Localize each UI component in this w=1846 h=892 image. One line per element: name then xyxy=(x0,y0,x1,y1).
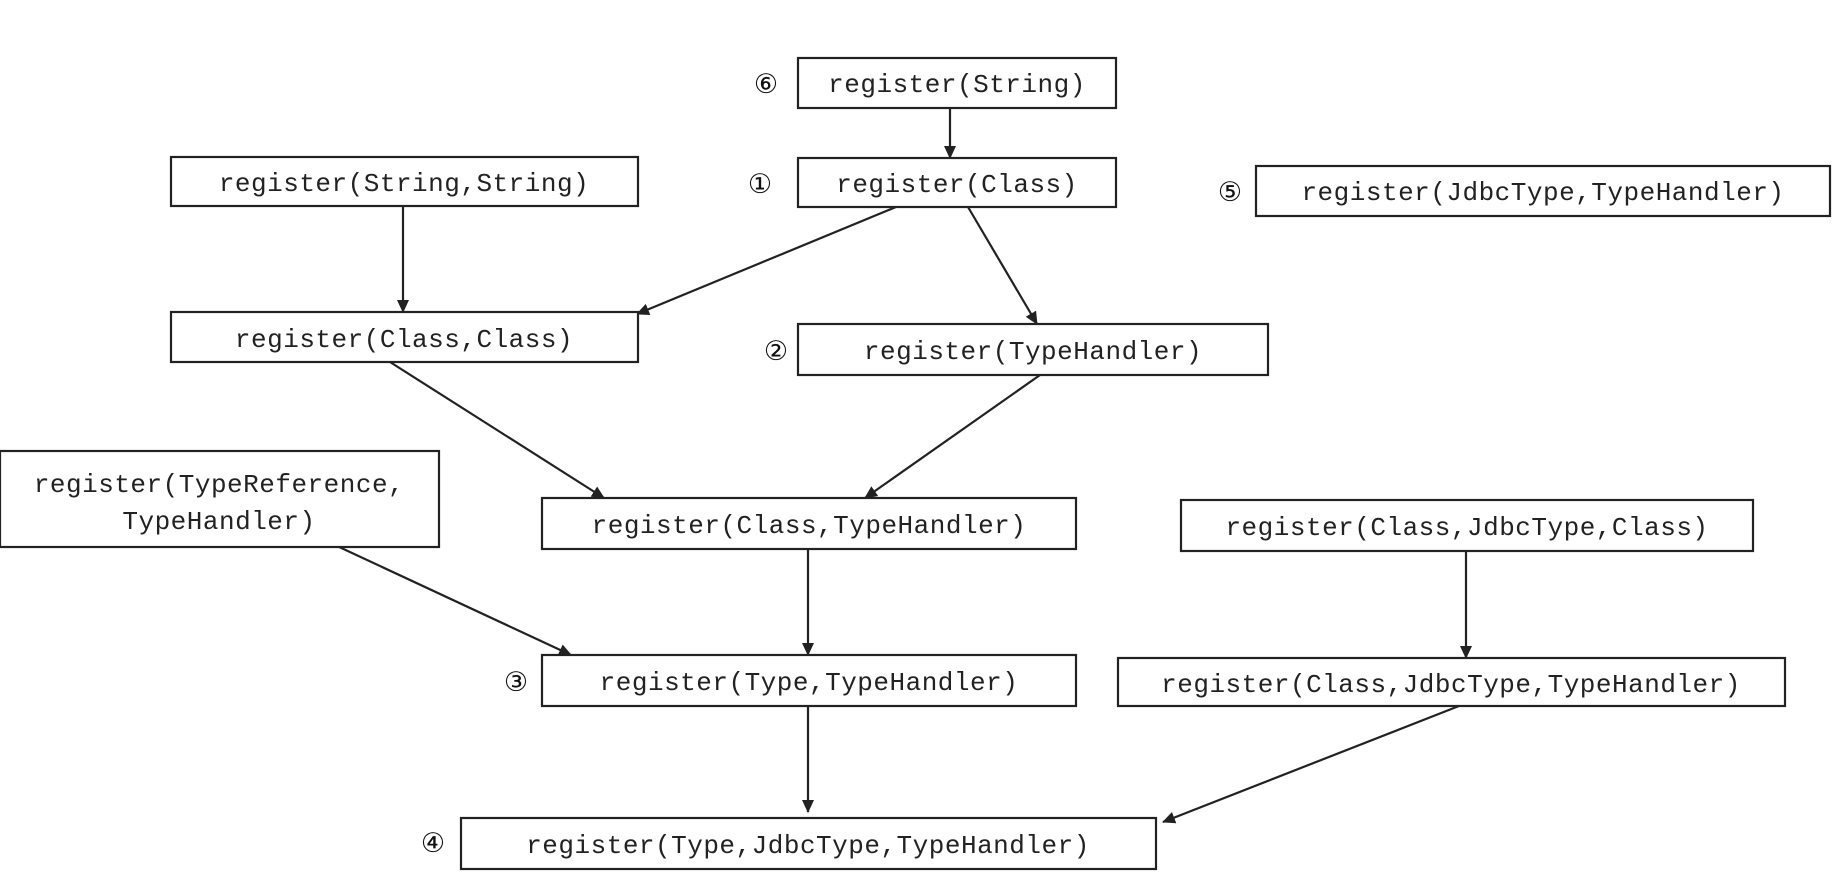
badge-5: ⑤ xyxy=(1218,177,1242,208)
node-register-jdbctype-typehandler-label: register(JdbcType,TypeHandler) xyxy=(1301,178,1784,208)
node-register-class-typehandler-label: register(Class,TypeHandler) xyxy=(592,511,1027,541)
node-register-class-jdbctype-typehandler-label: register(Class,JdbcType,TypeHandler) xyxy=(1161,670,1741,700)
edge-class-to-typehandler xyxy=(967,206,1038,325)
node-register-class: register(Class) xyxy=(796,156,1118,209)
edge-class-jdbctype-typehandler-to-type-jdbctype-typehandler xyxy=(1162,704,1460,824)
node-register-class-jdbctype-class: register(Class,JdbcType,Class) xyxy=(1179,498,1755,553)
node-register-class-class: register(Class,Class) xyxy=(169,310,640,364)
node-register-string-label: register(String) xyxy=(828,70,1086,100)
node-register-typehandler: register(TypeHandler) xyxy=(796,322,1270,377)
node-register-class-typehandler: register(Class,TypeHandler) xyxy=(540,496,1078,551)
node-register-class-jdbctype-typehandler: register(Class,JdbcType,TypeHandler) xyxy=(1116,656,1787,708)
edge-class-to-class-class xyxy=(636,205,897,316)
edge-typereference-to-type-typehandler xyxy=(336,545,572,656)
node-register-type-jdbctype-typehandler: register(Type,JdbcType,TypeHandler) xyxy=(459,816,1158,871)
node-register-class-label: register(Class) xyxy=(836,170,1078,200)
node-register-typereference-typehandler: register(TypeReference, TypeHandler) xyxy=(0,449,441,549)
node-register-typehandler-label: register(TypeHandler) xyxy=(864,337,1202,367)
node-register-class-class-label: register(Class,Class) xyxy=(235,325,573,355)
badge-4: ④ xyxy=(421,828,445,859)
node-register-string: register(String) xyxy=(796,56,1118,110)
edges xyxy=(336,108,1472,824)
edge-typehandler-to-class-typehandler xyxy=(864,374,1041,499)
node-register-typereference-typehandler-line1: register(TypeReference, xyxy=(34,470,404,500)
node-register-string-string: register(String,String) xyxy=(169,155,640,208)
node-register-string-string-label: register(String,String) xyxy=(219,169,589,199)
badge-1: ① xyxy=(748,169,772,200)
node-register-type-typehandler-label: register(Type,TypeHandler) xyxy=(600,668,1019,698)
node-register-type-jdbctype-typehandler-label: register(Type,JdbcType,TypeHandler) xyxy=(526,831,1090,861)
badge-3: ③ xyxy=(504,667,528,698)
node-register-class-jdbctype-class-label: register(Class,JdbcType,Class) xyxy=(1225,513,1708,543)
node-register-type-typehandler: register(Type,TypeHandler) xyxy=(540,653,1078,708)
badge-2: ② xyxy=(764,336,788,367)
edge-class-class-to-class-typehandler xyxy=(389,361,605,499)
node-register-jdbctype-typehandler: register(JdbcType,TypeHandler) xyxy=(1254,164,1832,218)
node-register-typereference-typehandler-line2: TypeHandler) xyxy=(122,507,315,537)
badge-6: ⑥ xyxy=(754,69,778,100)
